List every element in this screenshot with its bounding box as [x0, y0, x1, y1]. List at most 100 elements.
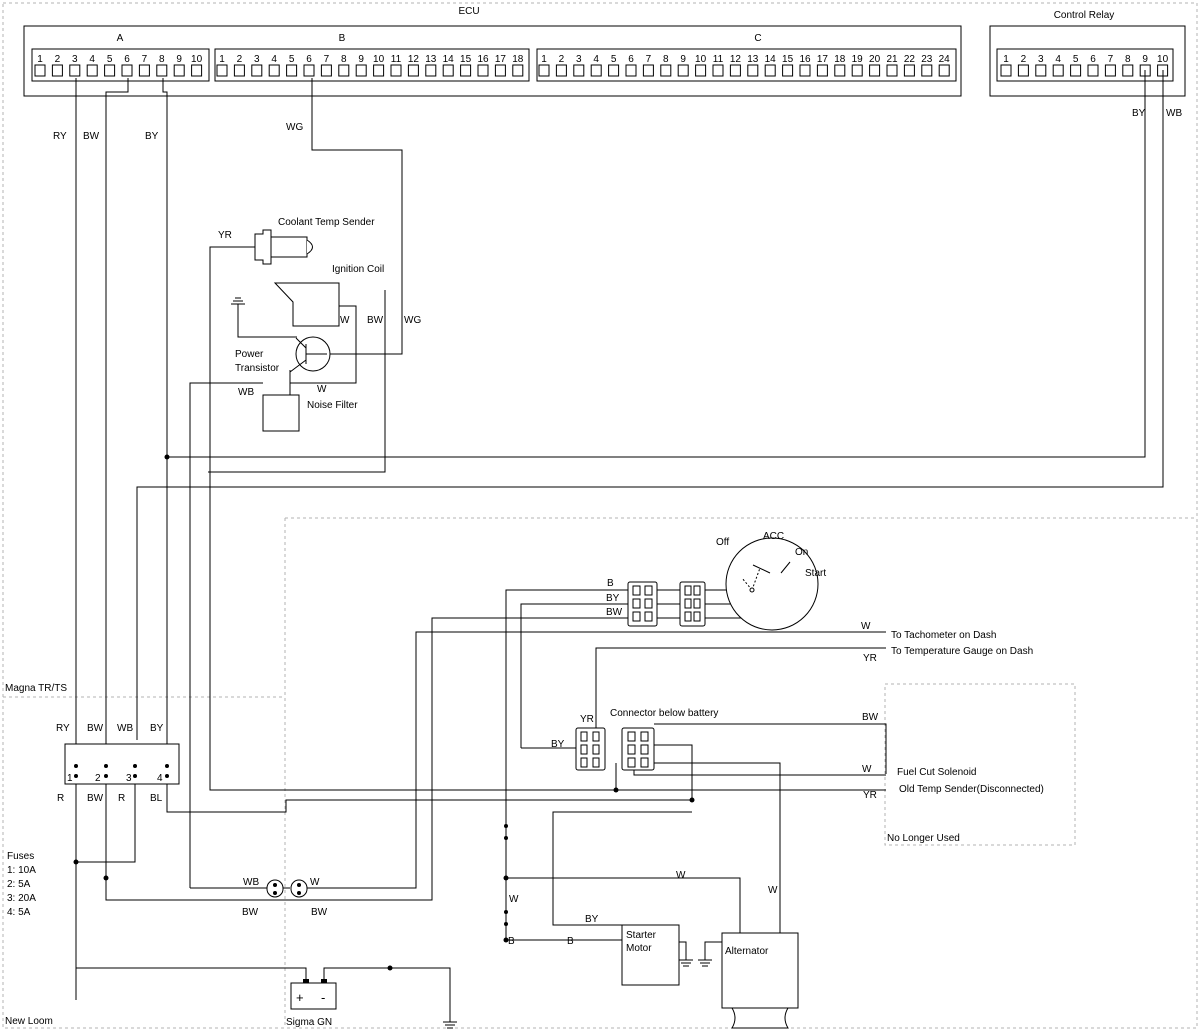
- wire-label: W: [676, 870, 686, 881]
- ignition-switch-off-mark: [741, 577, 753, 591]
- ecu-connector-b-label: B: [339, 33, 346, 44]
- wire-label: WG: [404, 315, 421, 326]
- wire-label: YR: [580, 714, 594, 725]
- destination-labels: To Tachometer on Dash To Temperature Gau…: [887, 630, 1044, 844]
- wire-label: BY: [585, 914, 599, 925]
- pin-cell: [729, 64, 741, 77]
- power-transistor-label-1: Power: [235, 349, 264, 360]
- round-connectors: [266, 879, 308, 898]
- pin-cell: [695, 64, 707, 77]
- wire-transistor-ground: [237, 304, 297, 338]
- pin-cell: [834, 64, 846, 77]
- wire-by-a8: [162, 78, 693, 813]
- pin-number: 9: [680, 54, 686, 65]
- pin-number: 7: [142, 54, 148, 65]
- pin-number: 5: [1073, 54, 1079, 65]
- control-relay-label: Control Relay: [1054, 10, 1115, 21]
- pin-number: 15: [460, 54, 472, 65]
- pin-number: 16: [477, 54, 489, 65]
- pin-cell: [625, 64, 637, 77]
- inline-fuse-dot: [504, 836, 508, 840]
- pin-cell: [216, 64, 228, 77]
- pin-number: 15: [782, 54, 794, 65]
- power-transistor-label-2: Transistor: [235, 363, 280, 374]
- pin-cell: [886, 64, 898, 77]
- starter-motor-label-1: Starter: [626, 930, 657, 941]
- connector-pin: [632, 585, 641, 596]
- pin-number: 6: [1090, 54, 1096, 65]
- inline-fuse-dot: [504, 910, 508, 914]
- pin-cell: [1000, 64, 1012, 77]
- wire-label: YR: [863, 653, 877, 664]
- fuel-cut-label: Fuel Cut Solenoid: [897, 767, 977, 778]
- wire-by-ignition: [520, 603, 628, 748]
- pin-number: 1: [1003, 54, 1009, 65]
- wire-label: BW: [367, 315, 384, 326]
- wire-b-ignition: [505, 589, 628, 940]
- alternator-pulley: [731, 1007, 789, 1029]
- pin-number: 13: [425, 54, 437, 65]
- pin-number: 12: [730, 54, 742, 65]
- connectors: Connector below battery: [575, 581, 718, 771]
- ignition-switch-on-label: On: [795, 547, 808, 558]
- pin-number: 10: [1157, 54, 1169, 65]
- fuse-contact-dot: [165, 764, 169, 768]
- ignition-switch: Off ACC On Start: [716, 531, 826, 631]
- pin-cell: [191, 64, 203, 77]
- wire-by-starter: [552, 811, 692, 926]
- fuse-item-1: 1: 10A: [7, 865, 36, 876]
- pin-cell: [320, 64, 332, 77]
- pin-cell: [34, 64, 46, 77]
- magna-top-wire-4: BY: [150, 723, 164, 734]
- wire-wb-noise-filter: [189, 382, 263, 888]
- coolant-temp-sender-tip: [306, 239, 313, 255]
- ignition-coil-body: [273, 282, 340, 327]
- pin-number: 4: [89, 54, 95, 65]
- pin-cell: [86, 64, 98, 77]
- wire-r-battery-positive: [76, 967, 307, 980]
- pin-number: 10: [695, 54, 707, 65]
- connector-pin: [627, 731, 636, 742]
- wire-bw-coil: [208, 290, 386, 473]
- pin-number: 12: [408, 54, 420, 65]
- wire-starter-ground: [679, 941, 687, 960]
- wire-label: BY: [145, 131, 159, 142]
- pin-cell: [138, 64, 150, 77]
- coolant-temp-sender: Coolant Temp Sender: [254, 217, 375, 265]
- connector-pin: [644, 611, 653, 622]
- ground-icon: [679, 959, 693, 967]
- connector-below-battery-label: Connector below battery: [610, 708, 718, 719]
- wire-label: WB: [243, 877, 259, 888]
- pin-number: 5: [611, 54, 617, 65]
- pin-number: 10: [191, 54, 203, 65]
- ground-icon: [698, 959, 712, 967]
- pin-cell: [251, 64, 263, 77]
- junction-dot: [73, 859, 79, 865]
- wire-label: B: [508, 936, 515, 947]
- pin-number: 2: [237, 54, 243, 65]
- pin-cell: [851, 64, 863, 77]
- pin-number: 8: [1125, 54, 1131, 65]
- ecu-connector-b: [214, 48, 530, 82]
- pin-number: 4: [271, 54, 277, 65]
- wire-w-alternator: [654, 762, 781, 935]
- ecu-connector-c: [536, 48, 957, 82]
- pin-cell: [460, 64, 472, 77]
- magna-label: Magna TR/TS: [5, 683, 67, 694]
- pin-number: 11: [391, 54, 402, 65]
- connector-pin: [273, 883, 277, 887]
- connector-pin: [273, 891, 277, 895]
- wire-yr-coolant: [209, 246, 886, 791]
- magna-bottom-wire-3: R: [118, 793, 125, 804]
- fuse-contact-dot: [74, 774, 78, 778]
- pin-cell: [590, 64, 602, 77]
- connector-pin: [693, 585, 701, 596]
- pin-number: 3: [254, 54, 260, 65]
- connector-pin: [644, 598, 653, 609]
- wire-label: BW: [83, 131, 100, 142]
- magna-fuse-number-3: 3: [126, 773, 132, 784]
- wire-bw-a6: [105, 78, 628, 901]
